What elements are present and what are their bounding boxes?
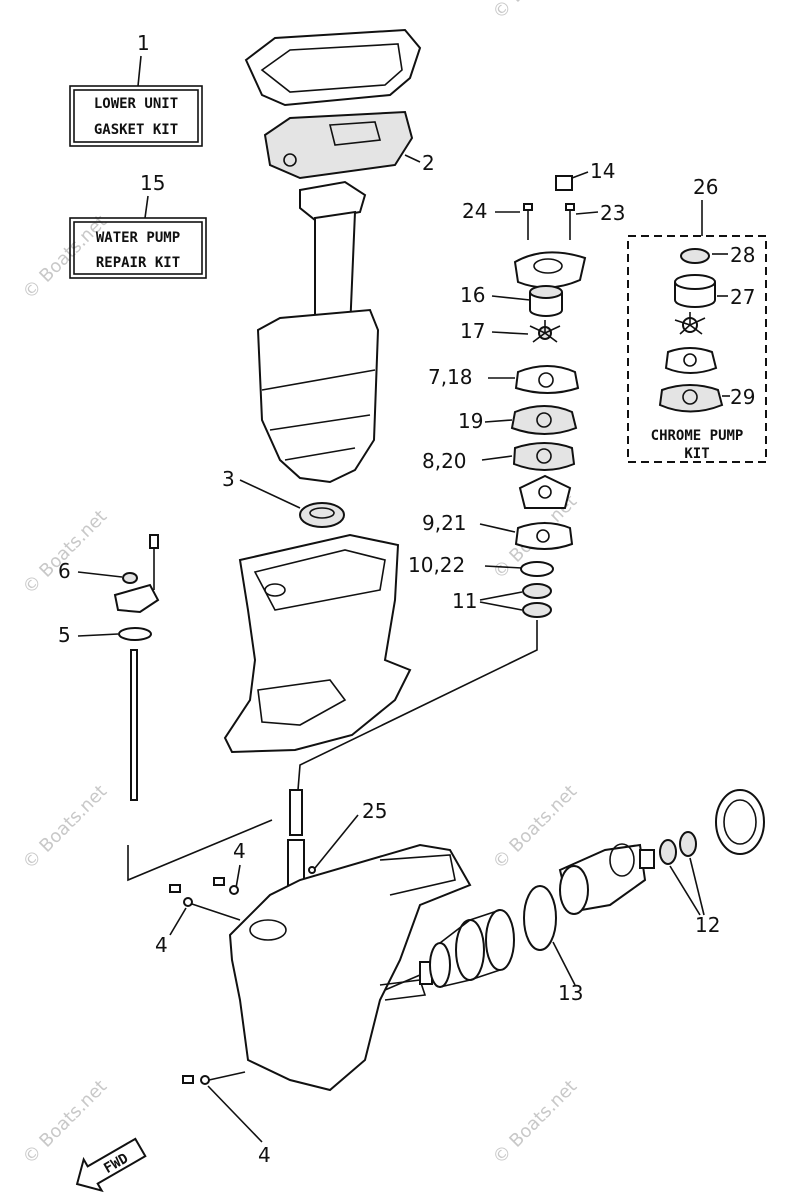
callout-6: 6 bbox=[58, 559, 71, 583]
callout-28: 28 bbox=[730, 243, 755, 267]
gasket-part bbox=[664, 347, 718, 374]
bearing-housing-part bbox=[558, 843, 647, 915]
watermark: © Boats.net bbox=[19, 1076, 111, 1168]
callout-26: 26 bbox=[693, 175, 718, 199]
oil-seal-part bbox=[122, 572, 138, 584]
callout-15: 15 bbox=[140, 171, 165, 195]
lower-casing bbox=[223, 533, 412, 754]
reverse-gear-part bbox=[429, 909, 515, 988]
drive-shaft-housing-part bbox=[256, 308, 380, 484]
pump-base-part bbox=[518, 474, 572, 509]
callout-12: 12 bbox=[695, 913, 720, 937]
gearcase bbox=[127, 819, 472, 1092]
o-ring-part bbox=[520, 561, 554, 577]
callout-5: 5 bbox=[58, 623, 71, 647]
water-pump-stack: 14 24 23 16 17 7,18 19 8,20 bbox=[297, 159, 625, 791]
gasket-part bbox=[514, 365, 580, 394]
propeller-shaft-parts: 13 12 bbox=[384, 789, 765, 1005]
gasket-part bbox=[514, 522, 574, 550]
callout-4: 4 bbox=[258, 1143, 271, 1167]
callout-3: 3 bbox=[222, 467, 235, 491]
cup-part bbox=[680, 248, 710, 264]
callout-29: 29 bbox=[730, 385, 755, 409]
outer-plate-part bbox=[658, 384, 724, 413]
cap-part bbox=[715, 789, 765, 855]
oil-seal-part bbox=[659, 839, 677, 865]
kit-label: LOWER UNIT bbox=[94, 96, 178, 112]
callout-4: 4 bbox=[155, 933, 168, 957]
kit-label: GASKET KIT bbox=[94, 122, 178, 138]
o-ring-part bbox=[523, 885, 557, 951]
gasket-part bbox=[512, 442, 576, 471]
impeller-part bbox=[529, 320, 561, 343]
kit-label: CHROME PUMP bbox=[651, 428, 744, 444]
chrome-pump-kit: 26 CHROME PUMP KIT 28 27 29 bbox=[627, 175, 767, 463]
callout-9-21: 9,21 bbox=[422, 511, 467, 535]
shift-rod-assembly: 6 5 bbox=[58, 534, 160, 801]
water-pump-repair-kit: 15 WATER PUMP REPAIR KIT bbox=[69, 171, 207, 279]
callout-4: 4 bbox=[233, 839, 246, 863]
lower-unit-gasket-kit: 1 LOWER UNIT GASKET KIT bbox=[69, 31, 203, 147]
callout-24: 24 bbox=[462, 199, 487, 223]
callout-7-18: 7,18 bbox=[428, 365, 473, 389]
watermark: © Boats.net bbox=[489, 781, 581, 873]
kit-label: REPAIR KIT bbox=[96, 255, 180, 271]
exhaust-plate-part bbox=[299, 180, 367, 222]
shift-rod-part bbox=[130, 649, 138, 801]
callout-13: 13 bbox=[558, 981, 583, 1005]
fasteners: 4 4 4 25 bbox=[155, 799, 387, 1167]
kit-label: WATER PUMP bbox=[96, 230, 180, 246]
watermark: © Boats.net bbox=[19, 506, 111, 598]
callout-10-22: 10,22 bbox=[408, 553, 465, 577]
watermark: © Boats.net bbox=[489, 0, 581, 24]
shift-rod-bracket-part bbox=[113, 583, 160, 614]
kit-label: KIT bbox=[684, 446, 709, 462]
callout-8-20: 8,20 bbox=[422, 449, 467, 473]
o-ring-part bbox=[118, 627, 152, 641]
watermark: © Boats.net bbox=[19, 781, 111, 873]
fwd-arrow-icon: FWD bbox=[75, 1137, 147, 1193]
callout-14: 14 bbox=[590, 159, 615, 183]
watermark: © Boats.net bbox=[489, 1076, 581, 1168]
drive-shaft-part bbox=[289, 789, 303, 836]
outer-plate-cartridge-part bbox=[510, 405, 578, 435]
oil-seal-part bbox=[679, 831, 697, 857]
callout-19: 19 bbox=[458, 409, 483, 433]
oil-seal-part bbox=[522, 602, 552, 618]
callout-25: 25 bbox=[362, 799, 387, 823]
callout-27: 27 bbox=[730, 285, 755, 309]
pump-housing-part bbox=[513, 251, 587, 289]
impeller-part bbox=[674, 312, 706, 335]
callout-17: 17 bbox=[460, 319, 485, 343]
callout-23: 23 bbox=[600, 201, 625, 225]
oil-seal-part bbox=[522, 583, 552, 599]
callout-16: 16 bbox=[460, 283, 485, 307]
upper-casing: 2 bbox=[244, 28, 435, 484]
upper-cover-part bbox=[244, 28, 422, 107]
callout-11: 11 bbox=[452, 589, 477, 613]
callout-2: 2 bbox=[422, 151, 435, 175]
grommet-part: 3 bbox=[222, 467, 345, 528]
collar-part bbox=[555, 175, 573, 191]
callout-1: 1 bbox=[137, 31, 150, 55]
